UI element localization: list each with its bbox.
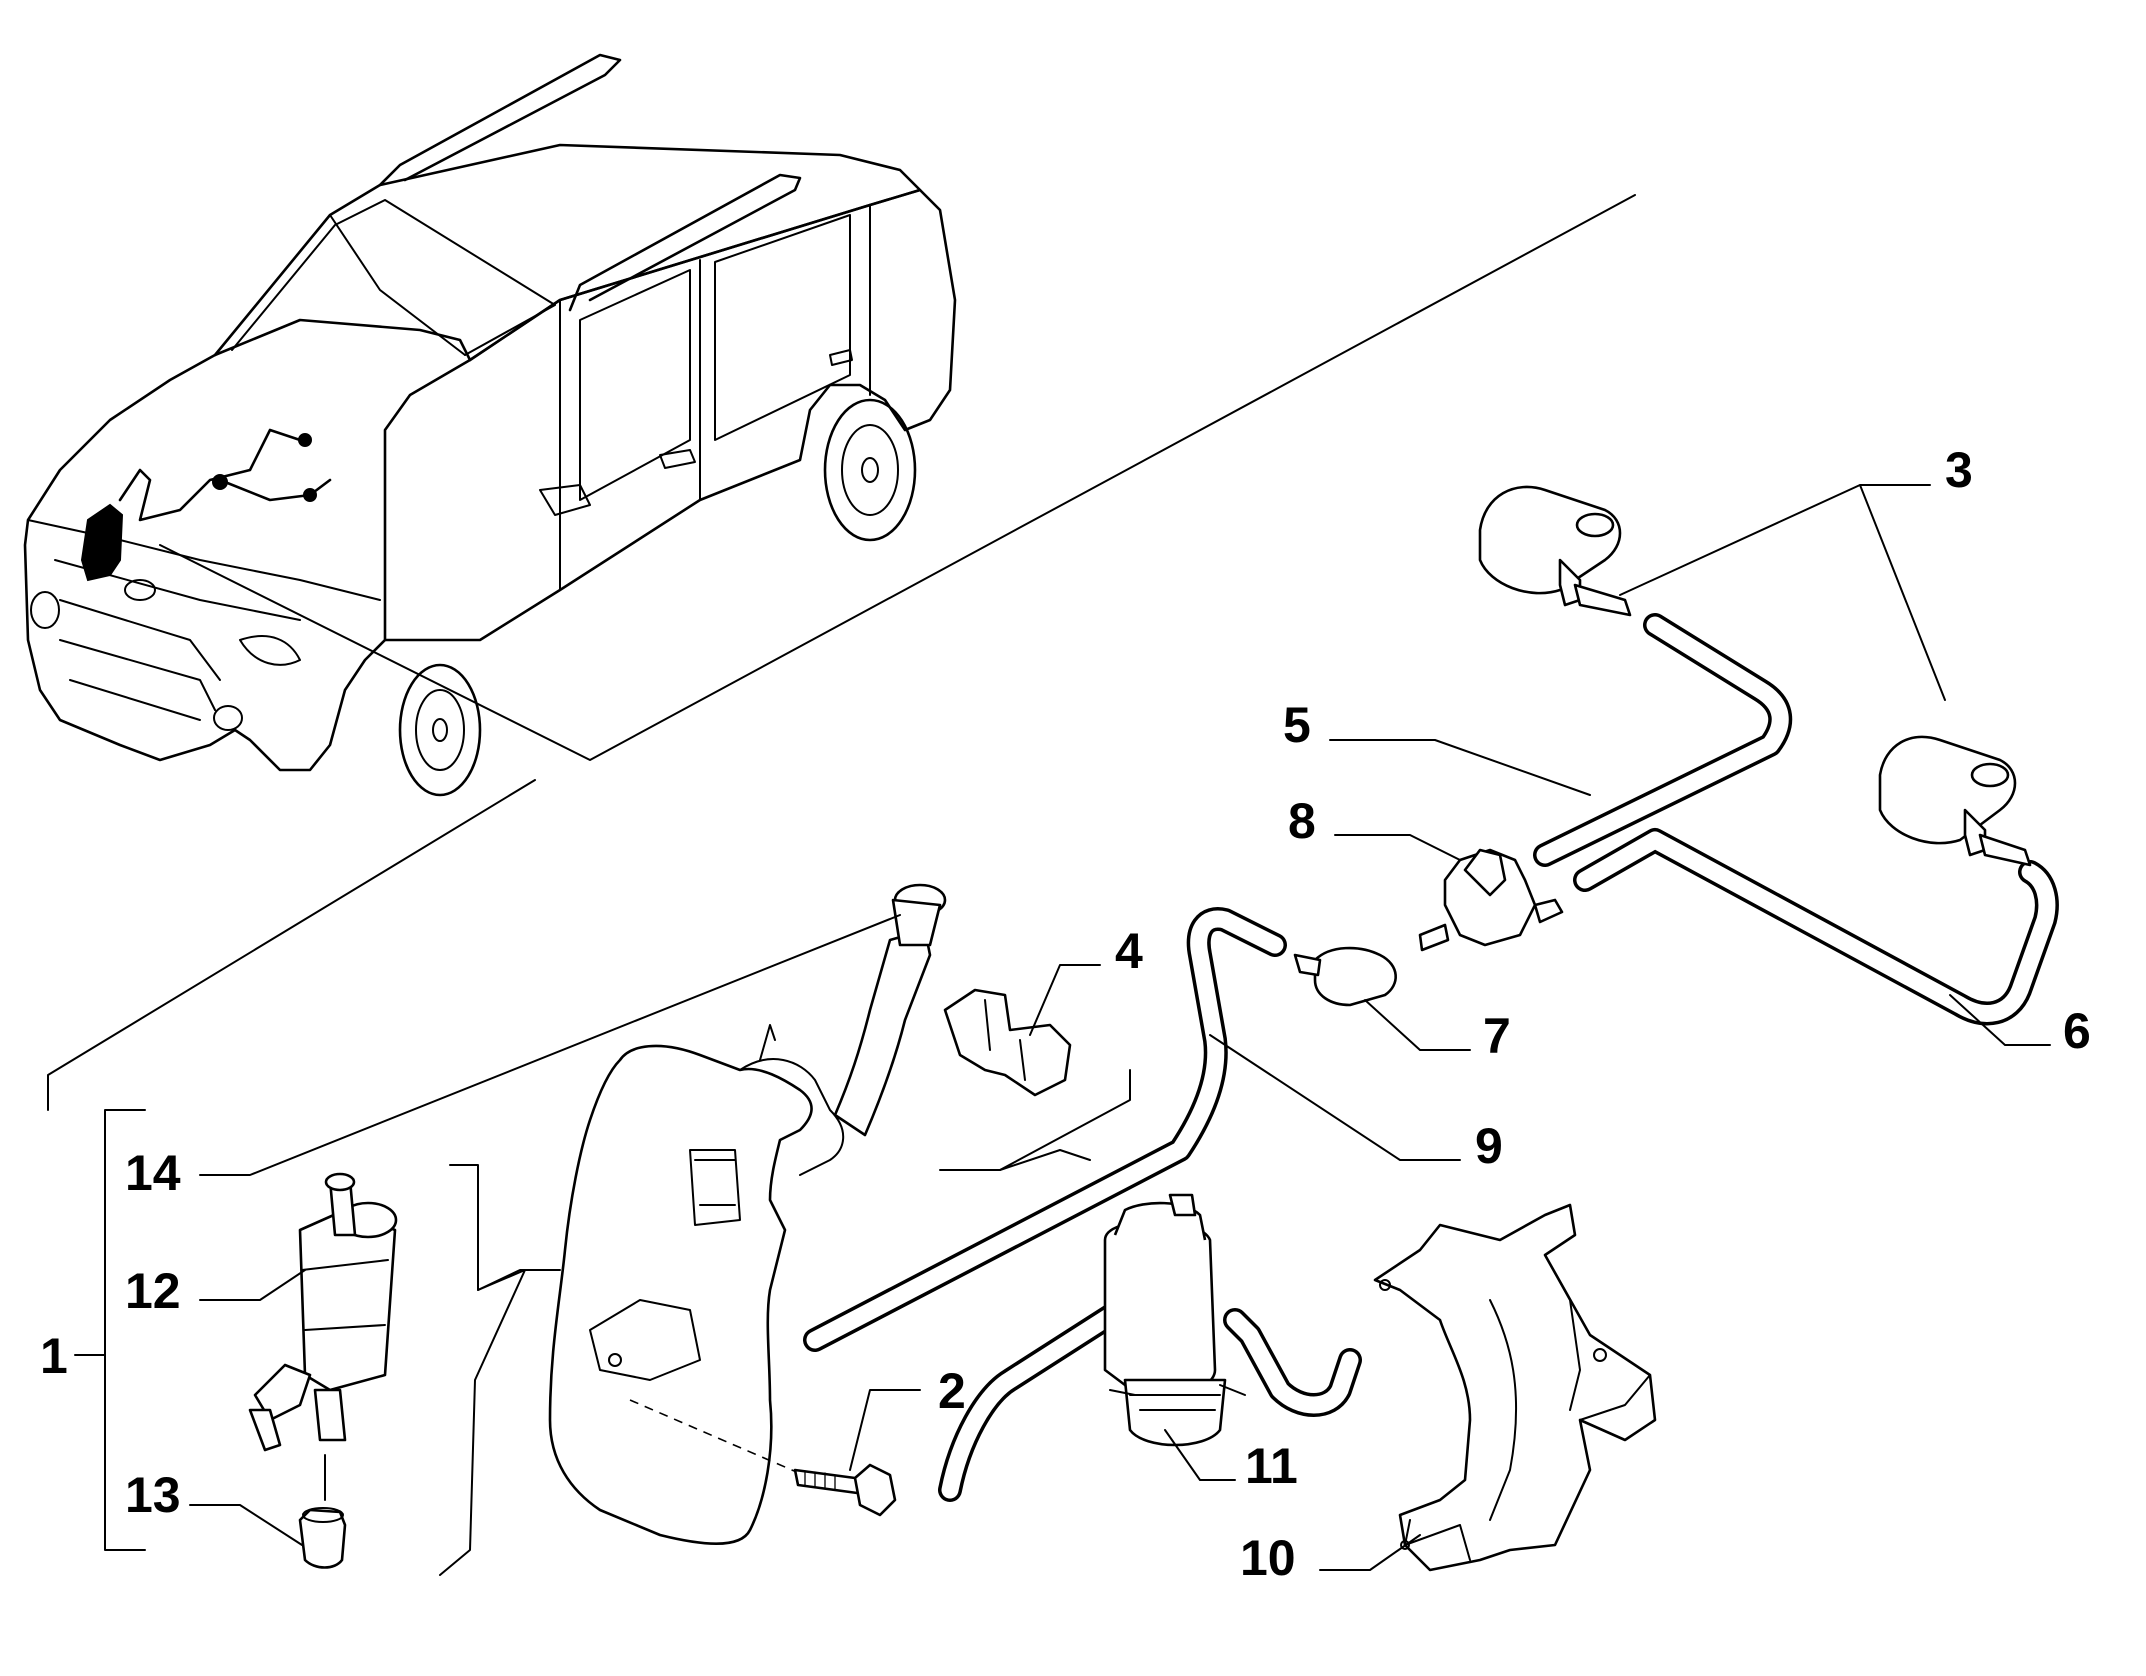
callout-8: 8 [1288, 793, 1316, 849]
washer-reservoir [548, 883, 947, 1545]
callout-11: 11 [1245, 1438, 1298, 1494]
callout-12: 12 [125, 1263, 181, 1319]
callout-4: 4 [1115, 923, 1143, 979]
reservoir-bracket [1373, 1203, 1657, 1572]
callout-6: 6 [2063, 1003, 2091, 1059]
hose-elbow [1293, 946, 1397, 1007]
washer-hoses [803, 613, 2059, 1502]
bolt [793, 1463, 897, 1517]
callout-5: 5 [1283, 697, 1311, 753]
washer-nozzle-upper [1478, 485, 1632, 617]
t-connector [1418, 848, 1564, 952]
leader-lines [74, 484, 2051, 1576]
callout-9: 9 [1475, 1118, 1503, 1174]
car-illustration [23, 53, 1636, 1111]
hose-clip [939, 988, 1131, 1171]
callout-1: 1 [40, 1328, 68, 1384]
grommet [298, 1507, 347, 1569]
washer-pump-11 [1103, 1193, 1246, 1447]
callout-3: 3 [1945, 442, 1973, 498]
callout-13: 13 [125, 1467, 181, 1523]
callout-14: 14 [125, 1145, 181, 1201]
washer-nozzle-lower [1878, 735, 2032, 867]
callout-labels: 1 2 3 4 5 6 7 8 9 10 11 12 13 14 [40, 442, 2091, 1586]
callout-10: 10 [1240, 1530, 1296, 1586]
callout-2: 2 [938, 1363, 966, 1419]
washer-pump-12 [248, 1172, 398, 1501]
callout-7: 7 [1483, 1008, 1511, 1064]
